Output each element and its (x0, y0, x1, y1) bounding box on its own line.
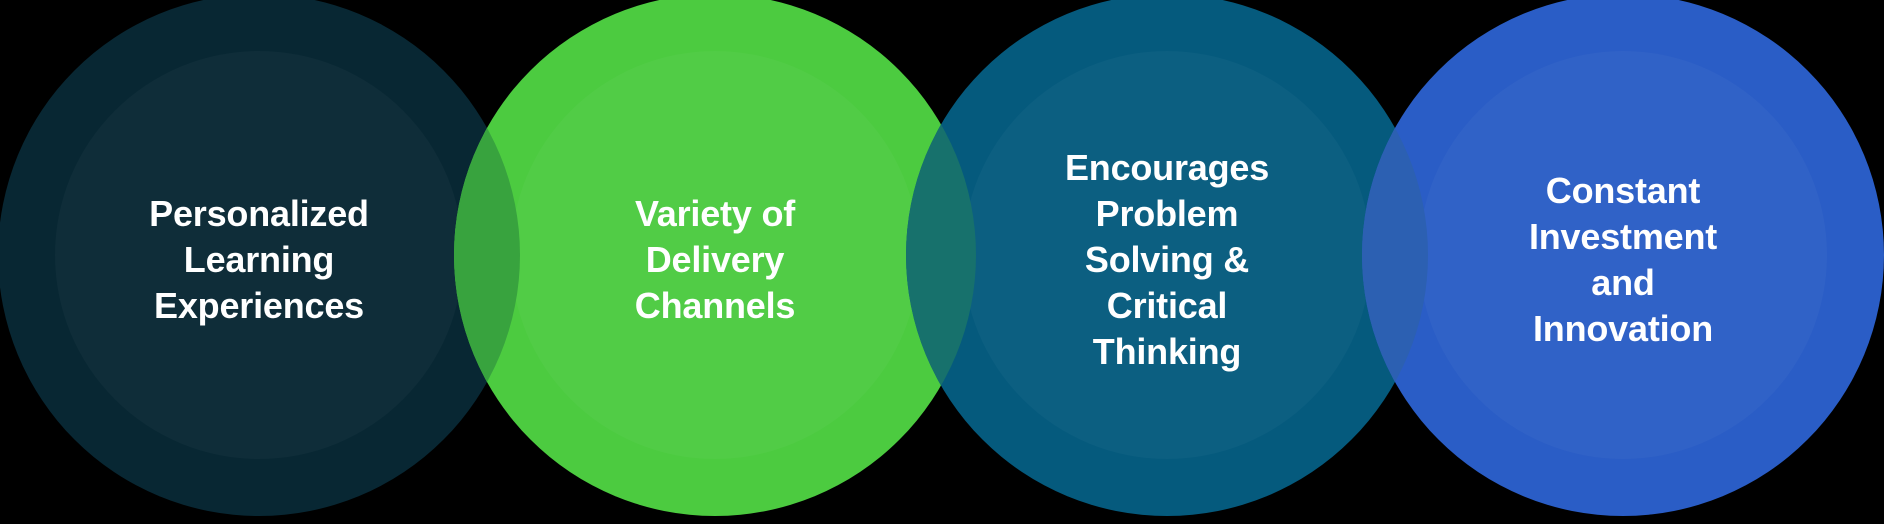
circle-1-inner-disc (55, 51, 463, 459)
circle-2-shape (454, 0, 976, 516)
circle-3-shape (906, 0, 1428, 516)
circle-4-inner-disc (1419, 51, 1827, 459)
circle-4-shape (1362, 0, 1884, 516)
circle-3-inner-disc (963, 51, 1371, 459)
circle-1-shape (0, 0, 520, 516)
circle-2-inner-disc (511, 51, 919, 459)
